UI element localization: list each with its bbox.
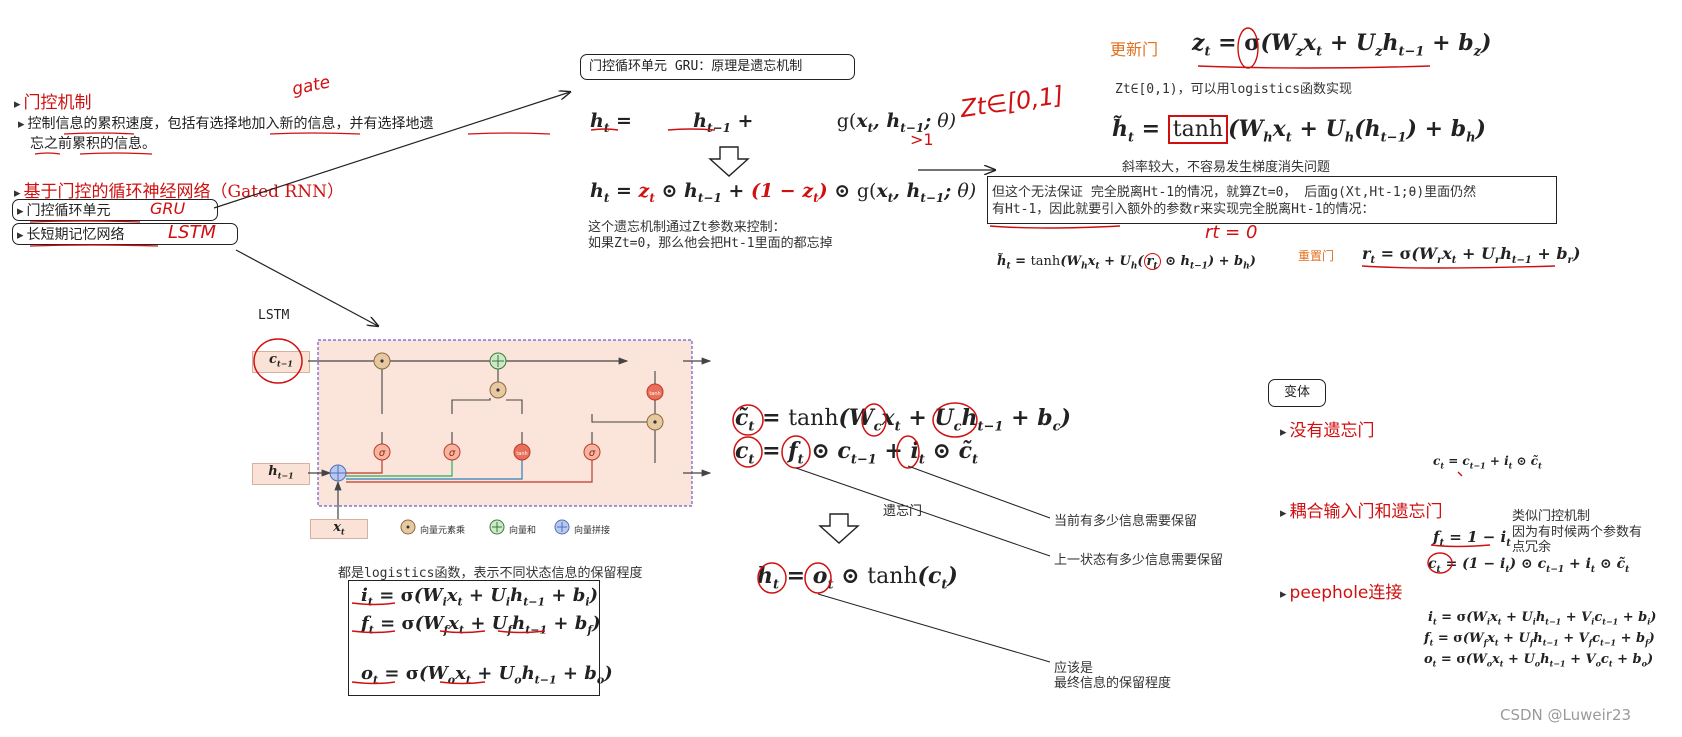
coupled-note-2: 因为有时候两个参数有 <box>1512 525 1643 540</box>
gru-eq2: ht = zt ⊙ ht−1 + (1 − zt) ⊙ g(xt, ht−1; … <box>590 180 977 205</box>
peephole-eq-f: ft = σ(Wfxt + Ufht−1 + Vfct−1 + bf) <box>1424 631 1655 648</box>
ann-final-2: 最终信息的保留程度 <box>1054 676 1172 691</box>
handwritten-gt1: >1 <box>910 130 934 149</box>
x-in-box: xt <box>310 519 368 539</box>
variant-peephole: peephole连接 <box>1280 578 1403 603</box>
handwritten-range: Zt∈[0,1] <box>958 80 1066 124</box>
underline-reset-eq <box>1361 265 1556 269</box>
h-prev-box: ht−1 <box>252 463 310 485</box>
eq-ct-tilde: c̃t = tanh(Wcxt + Ucht−1 + bc) <box>735 405 1071 435</box>
coupled-eq-1: ft = 1 − it <box>1433 528 1511 549</box>
eq-output-gate: ot = σ(Woxt + Uoht−1 + bo) <box>361 663 613 687</box>
candidate-note: 斜率较大，不容易发生梯度消失问题 <box>1122 160 1331 175</box>
c-prev-box: ct−1 <box>252 351 310 373</box>
gating-desc-line1: 控制信息的累积速度，包括有选择地加入新的信息，并有选择地遗 <box>18 113 434 133</box>
coupled-note-3: 点冗余 <box>1512 540 1552 555</box>
reset-gate-label: 重置门 <box>1298 249 1335 263</box>
peephole-eq-o: ot = σ(Woxt + Uoht−1 + Voct + bo) <box>1424 652 1654 669</box>
update-gate-eq: zt = σ(Wzxt + Uzht−1 + bz) <box>1192 30 1492 60</box>
o-gate-box: ot <box>564 414 622 434</box>
no-forget-eq: ct = ct−1 + it ⊙ c̃t <box>1433 454 1542 471</box>
underline-update-eq <box>1197 65 1431 69</box>
lstm-label: LSTM <box>258 308 290 323</box>
handwritten-rt0: rt = 0 <box>1205 222 1258 243</box>
warning-line-1: 但这个无法保证 完全脱离Ht-1的情况，就算Zt=0， 后面g(Xt,Ht-1;… <box>992 185 1477 200</box>
gru-note-2: 如果Zt=0，那么他会把Ht-1里面的都忘掉 <box>588 236 833 251</box>
watermark: CSDN @Luweir23 <box>1500 706 1632 724</box>
underline-warning <box>989 225 1121 229</box>
ct-tilde-box: c̃t <box>496 414 554 434</box>
handwritten-gate: gate <box>290 72 333 100</box>
f-gate-box: ft <box>354 414 412 434</box>
handwritten-gru: GRU <box>150 199 186 218</box>
legend-add-label: 向量和 <box>509 526 537 536</box>
tanh-node-label: tanh <box>650 388 664 395</box>
ann-prev: 上一状态有多少信息需要保留 <box>1054 553 1224 568</box>
forget-gate-label: 遗忘门 <box>883 504 923 519</box>
lstm-caption: 都是logistics函数，表示不同状态信息的保留程度 <box>338 566 643 581</box>
coupled-eq-2: ct = (1 − it) ⊙ ct−1 + it ⊙ c̃t <box>1428 556 1630 575</box>
candidate-eq: h̃t = tanh(Whxt + Uh(ht−1) + bh) <box>1112 115 1486 146</box>
ann-final-1: 应该是 <box>1054 661 1094 676</box>
h-out-box: ht <box>627 463 685 485</box>
eq-input-gate: it = σ(Wixt + Uiht−1 + bi) <box>361 585 599 609</box>
handwritten-lstm: LSTM <box>168 222 216 243</box>
gating-desc-line2: 忘之前累积的信息。 <box>30 136 156 152</box>
eq-forget-gate: ft = σ(Wfxt + Ufht−1 + bf) <box>361 613 601 637</box>
warning-line-2: 有Ht-1，因此就要引入额外的参数r来实现完全脱离Ht-1的情况： <box>992 202 1375 217</box>
update-gate-note: Zt∈[0,1)，可以用logistics函数实现 <box>1115 82 1353 97</box>
eq-ht: ht = ot ⊙ tanh(ct) <box>757 563 958 593</box>
legend-concat-label: 向量拼接 <box>574 526 611 536</box>
gru-eq1: ht = ht−1 + g(xt, ht−1; θ) <box>590 110 957 135</box>
eq-ct: ct = ft ⊙ ct−1 + it ⊙ c̃t <box>735 438 979 468</box>
reset-gate-eq: rt = σ(Wrxt + Urht−1 + br) <box>1362 244 1581 267</box>
lstm-gate-eq-box: it = σ(Wixt + Uiht−1 + bi) ft = σ(Wfxt +… <box>348 580 613 696</box>
reset-cand-eq: h̃t = tanh(Whxt + Uh(rt ⊙ ht−1) + bh) <box>997 253 1256 272</box>
variant-coupled: 耦合输入门和遗忘门 <box>1280 497 1443 522</box>
ann-now: 当前有多少信息需要保留 <box>1054 514 1198 529</box>
gating-title: 门控机制 <box>14 88 92 113</box>
warning-box: 但这个无法保证 完全脱离Ht-1的情况，就算Zt=0， 后面g(Xt,Ht-1;… <box>987 176 1557 224</box>
variants-box: 变体 <box>1268 379 1326 407</box>
down-arrow-gru <box>708 146 750 177</box>
variant-no-forget: 没有遗忘门 <box>1280 416 1375 441</box>
gru-item[interactable]: 门控循环单元 <box>12 199 218 221</box>
update-gate-label: 更新门 <box>1110 40 1159 59</box>
i-gate-box: it <box>426 414 484 434</box>
c-out-box: ct <box>627 351 685 373</box>
peephole-eq-i: it = σ(Wixt + Uiht−1 + Vict−1 + bi) <box>1428 610 1657 627</box>
gru-box-title: 门控循环单元 GRU：原理是遗忘机制 <box>580 54 855 80</box>
legend-mul-label: 向量元素乘 <box>420 526 466 536</box>
coupled-note-1: 类似门控机制 <box>1512 509 1591 524</box>
gru-note-1: 这个遗忘机制通过Zt参数来控制： <box>588 220 786 235</box>
